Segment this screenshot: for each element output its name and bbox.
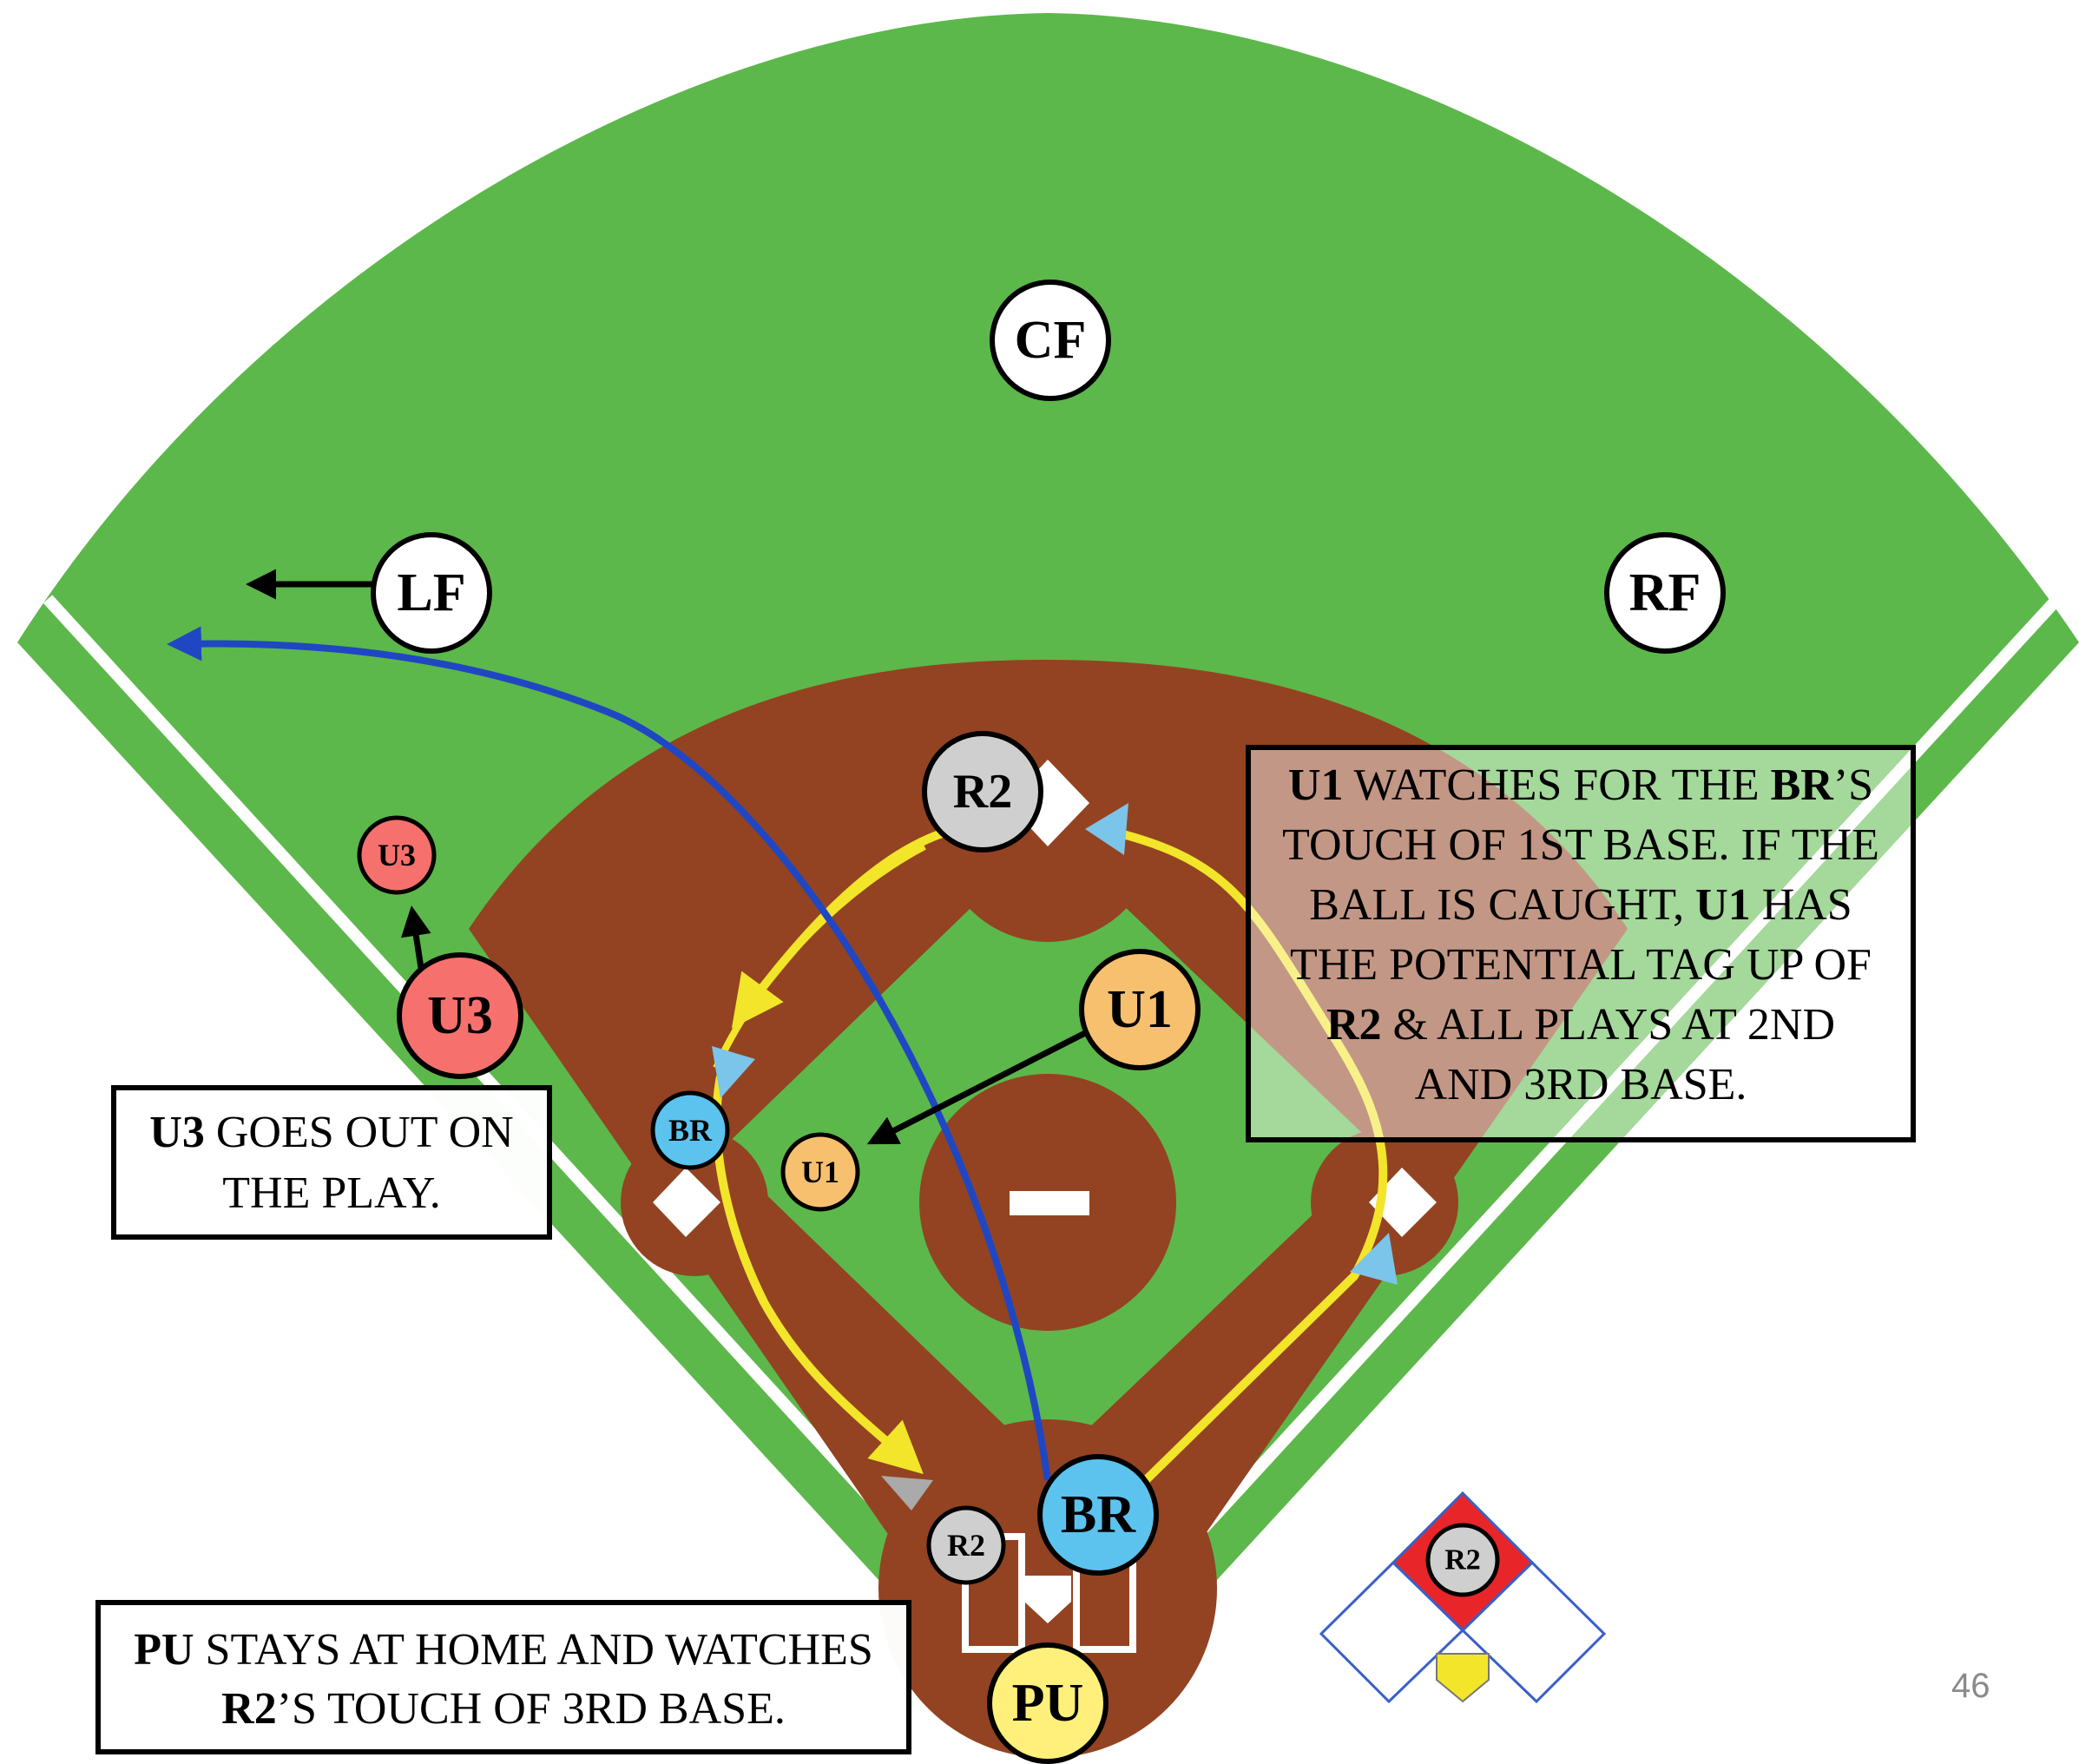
right-foul-line [1067,595,2063,1675]
gray-arrow-home [881,1476,933,1511]
pu-label: PU [1012,1674,1084,1733]
u3-responsibility-note: U3 GOES OUT ON THE PLAY. [111,1085,552,1240]
cf-marker: CF [990,280,1111,401]
br-home-runner: BR [1037,1454,1159,1576]
pu-responsibility-note: PU STAYS AT HOME AND WATCHES R2’S TOUCH … [95,1600,911,1754]
mini-position-diagram: R2 [1319,1491,1607,1704]
pitchers-rubber [1010,1191,1089,1215]
u3-move-arrow [400,905,431,969]
rf-label: RF [1629,563,1701,622]
pu-umpire: PU [987,1642,1109,1764]
br-home-label: BR [1061,1485,1136,1544]
u3-small-umpire: U3 [357,815,437,895]
u1-big-umpire: U1 [1079,949,1201,1070]
u3-big-umpire: U3 [397,952,523,1079]
br-small-label: BR [668,1113,713,1148]
r2-legend-label: R2 [1444,1544,1481,1576]
rf-marker: RF [1604,532,1726,654]
blue-arrow-first [1350,1233,1398,1285]
u1-small-label: U1 [801,1155,839,1189]
u3-small-label: U3 [378,838,416,872]
lf-label: LF [397,563,465,622]
yellow-path-home-to-second [1101,825,1388,1484]
u1-small-umpire: U1 [780,1132,860,1212]
u3-big-label: U3 [427,986,493,1045]
blue-arrow-third [712,1046,755,1098]
lf-marker: LF [371,532,492,654]
third-base [653,1168,720,1237]
r2-home-umpire: R2 [926,1505,1006,1585]
r2-top-label: R2 [953,765,1012,819]
r2-home-label: R2 [947,1528,985,1563]
u1-big-label: U1 [1107,980,1173,1039]
cf-label: CF [1015,311,1087,370]
u1-move-arrow [866,1030,1087,1145]
fly-ball-path [167,626,1051,1481]
blue-arrow-second [1085,803,1128,855]
u1-responsibility-note: U1 WATCHES FOR THE BR’S TOUCH OF 1ST BAS… [1246,745,1916,1142]
br-small-runner: BR [650,1090,730,1170]
page-number: 46 [1951,1667,1990,1705]
home-plate [1024,1576,1071,1623]
yellow-path-second-to-third-2 [713,843,926,1070]
r2-top-umpire: R2 [922,731,1043,852]
